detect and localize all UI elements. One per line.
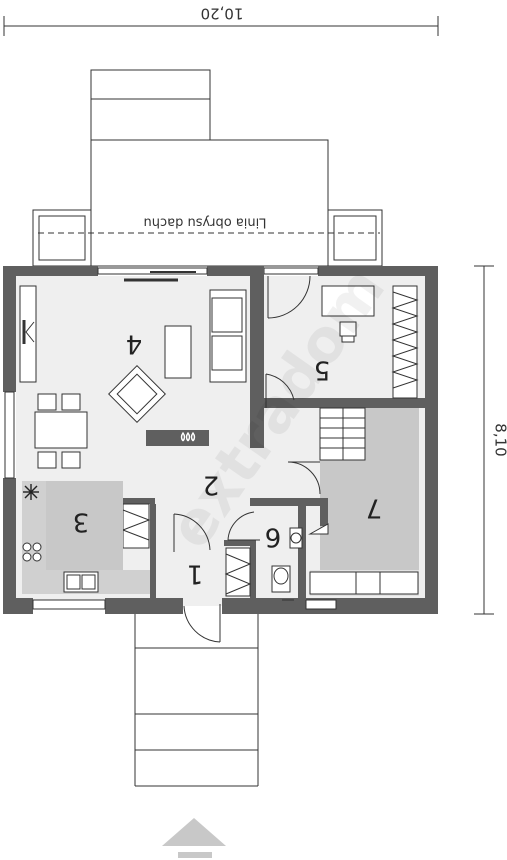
room-number-1: 1	[187, 559, 204, 589]
room-labels: 1 2 3 4 5 6 7	[73, 329, 383, 589]
room-number-2: 2	[203, 470, 220, 500]
dining-table	[34, 393, 88, 469]
roof-outline-label: Linia obrysu dachu	[143, 215, 266, 230]
fireplace-icon	[146, 430, 209, 446]
bathroom-fixtures	[271, 527, 303, 593]
room-5-furniture	[321, 285, 375, 343]
entrance-steps	[134, 614, 259, 787]
room-number-3: 3	[73, 507, 90, 537]
cooktop-icon	[22, 542, 42, 562]
north-terrace	[32, 69, 383, 267]
room-7-worktop	[308, 523, 419, 595]
wardrobes	[121, 285, 419, 597]
entrance-arrow-icon	[162, 818, 226, 858]
living-room-furniture	[108, 289, 247, 423]
depth-dimension-label: 8,10	[492, 423, 507, 456]
depth-dimension: 8,10	[474, 265, 507, 615]
kitchen	[22, 481, 123, 593]
room-number-5: 5	[314, 355, 331, 385]
sink-icon	[63, 571, 99, 593]
room-number-4: 4	[126, 329, 143, 359]
staircase	[319, 407, 366, 461]
room-number-6: 6	[265, 522, 282, 552]
tv-icon	[19, 285, 37, 383]
doors	[173, 275, 321, 643]
width-dimension: 10,20	[3, 5, 439, 36]
width-dimension-label: 10,20	[201, 5, 244, 23]
room-number-7: 7	[366, 493, 383, 523]
interior-walls	[123, 266, 425, 600]
snowflake-icon	[23, 484, 39, 500]
exterior-walls	[3, 266, 438, 614]
